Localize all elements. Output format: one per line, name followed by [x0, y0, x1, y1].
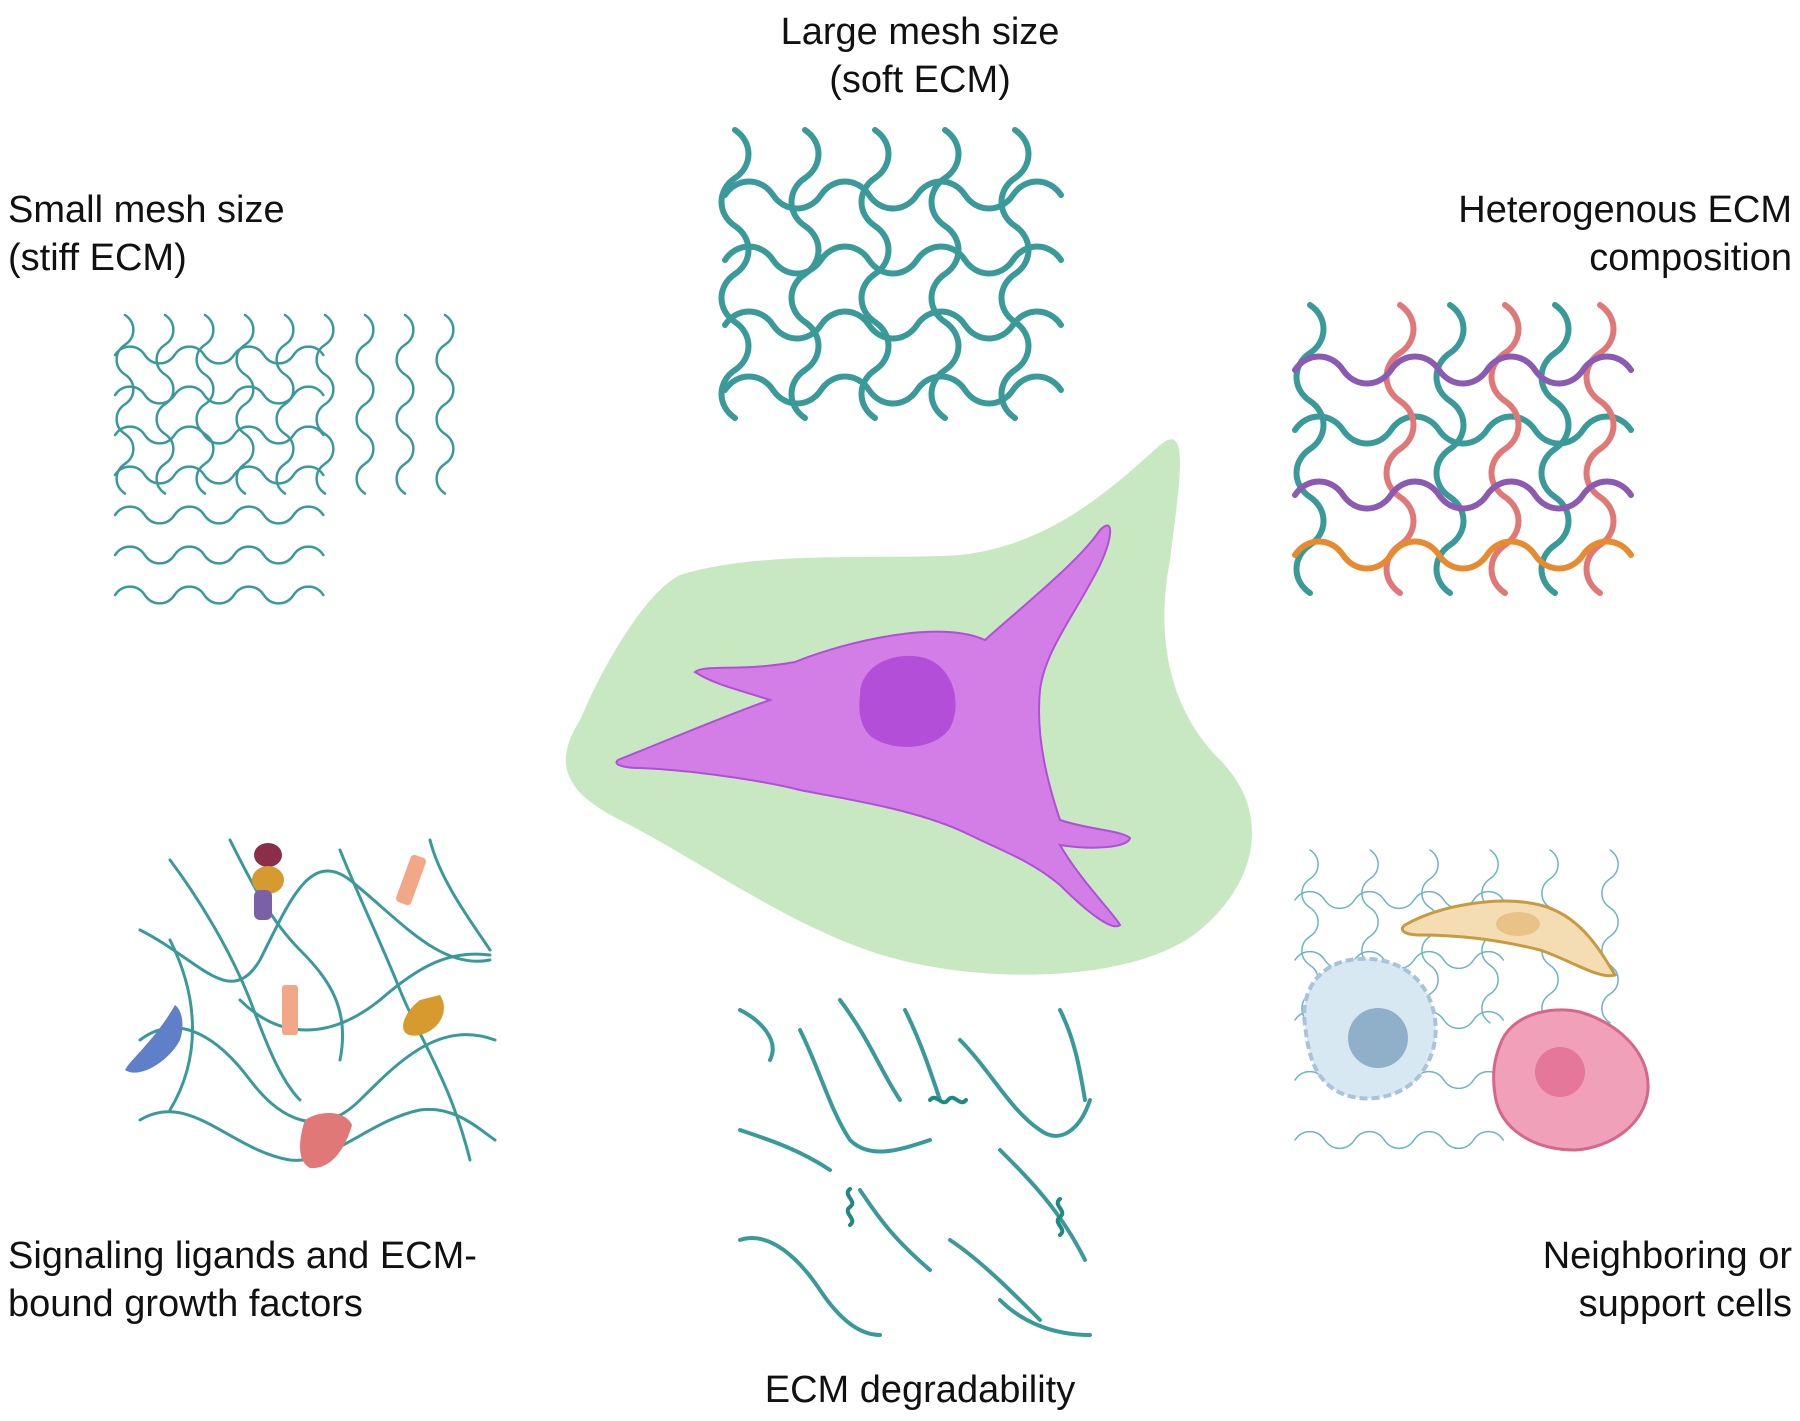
label-small-mesh: Small mesh size (stiff ECM)	[8, 186, 428, 282]
label-neighboring-line2: support cells	[1578, 1283, 1792, 1325]
heterogenous-mesh-icon	[1295, 305, 1631, 593]
ligand-icon	[125, 843, 444, 1169]
label-large-mesh-line1: Large mesh size	[780, 11, 1060, 53]
label-degradability: ECM degradability	[700, 1366, 1140, 1414]
central-cell-icon	[565, 439, 1253, 975]
cell-nucleus	[859, 655, 956, 747]
immune-cell-icon	[1302, 956, 1438, 1101]
label-neighboring-line1: Neighboring or	[1542, 1235, 1792, 1277]
label-degradability-line1: ECM degradability	[764, 1369, 1076, 1411]
label-neighboring: Neighboring or support cells	[1432, 1232, 1792, 1328]
label-small-mesh-line2: (stiff ECM)	[8, 237, 187, 279]
label-large-mesh: Large mesh size (soft ECM)	[700, 8, 1140, 104]
label-heterogenous: Heterogenous ECM composition	[1332, 186, 1792, 282]
label-signaling-line2: bound growth factors	[8, 1283, 363, 1325]
label-signaling-line1: Signaling ligands and ECM-	[8, 1235, 477, 1277]
label-signaling: Signaling ligands and ECM- bound growth …	[8, 1232, 568, 1328]
fibroblast-icon	[1400, 899, 1618, 978]
label-large-mesh-line2: (soft ECM)	[829, 59, 1011, 101]
degradability-mesh-icon	[738, 998, 1092, 1337]
pink-cell-icon	[1492, 1008, 1650, 1152]
label-heterogenous-line1: Heterogenous ECM	[1458, 189, 1792, 231]
large-mesh-icon	[722, 130, 1062, 418]
fragment-icon	[845, 1095, 1065, 1237]
label-heterogenous-line2: composition	[1589, 237, 1792, 279]
label-small-mesh-line1: Small mesh size	[8, 189, 285, 231]
small-mesh-icon	[113, 313, 455, 605]
